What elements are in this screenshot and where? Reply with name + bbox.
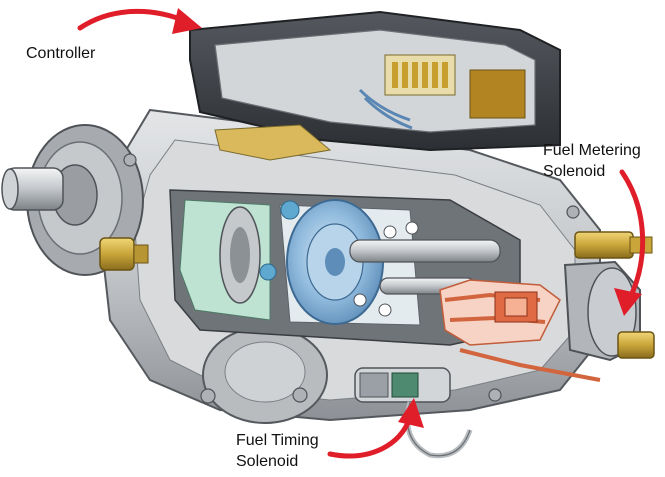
fuel-metering-solenoid bbox=[563, 231, 655, 362]
cam-ring bbox=[219, 206, 261, 304]
controller-unit bbox=[189, 10, 561, 161]
drive-hub bbox=[1, 124, 144, 276]
fuel-metering-passages bbox=[439, 279, 601, 382]
brass-plug-left bbox=[99, 237, 149, 271]
arrow-to-timing-solenoid bbox=[327, 415, 413, 459]
label-fuel-metering-line1: Fuel Metering bbox=[543, 142, 641, 159]
lower-housing bbox=[202, 326, 328, 424]
arrow-to-controller-head bbox=[172, 8, 202, 34]
label-controller-text: Controller bbox=[26, 45, 96, 62]
arrow-to-controller bbox=[77, 8, 191, 31]
arrow-to-metering-solenoid bbox=[619, 169, 646, 301]
label-fuel-timing-solenoid: Fuel Timing Solenoid bbox=[236, 430, 319, 472]
arrow-to-metering-solenoid-head bbox=[614, 288, 642, 316]
bolts bbox=[123, 153, 580, 404]
plunger-shafts bbox=[349, 221, 501, 317]
label-controller: Controller bbox=[26, 43, 95, 64]
label-fuel-metering-line2: Solenoid bbox=[543, 163, 606, 180]
arrow-to-timing-solenoid-head bbox=[398, 398, 424, 428]
label-fuel-timing-line2: Solenoid bbox=[236, 453, 299, 470]
label-fuel-timing-line1: Fuel Timing bbox=[236, 432, 319, 449]
label-fuel-metering-solenoid: Fuel Metering Solenoid bbox=[543, 140, 641, 182]
